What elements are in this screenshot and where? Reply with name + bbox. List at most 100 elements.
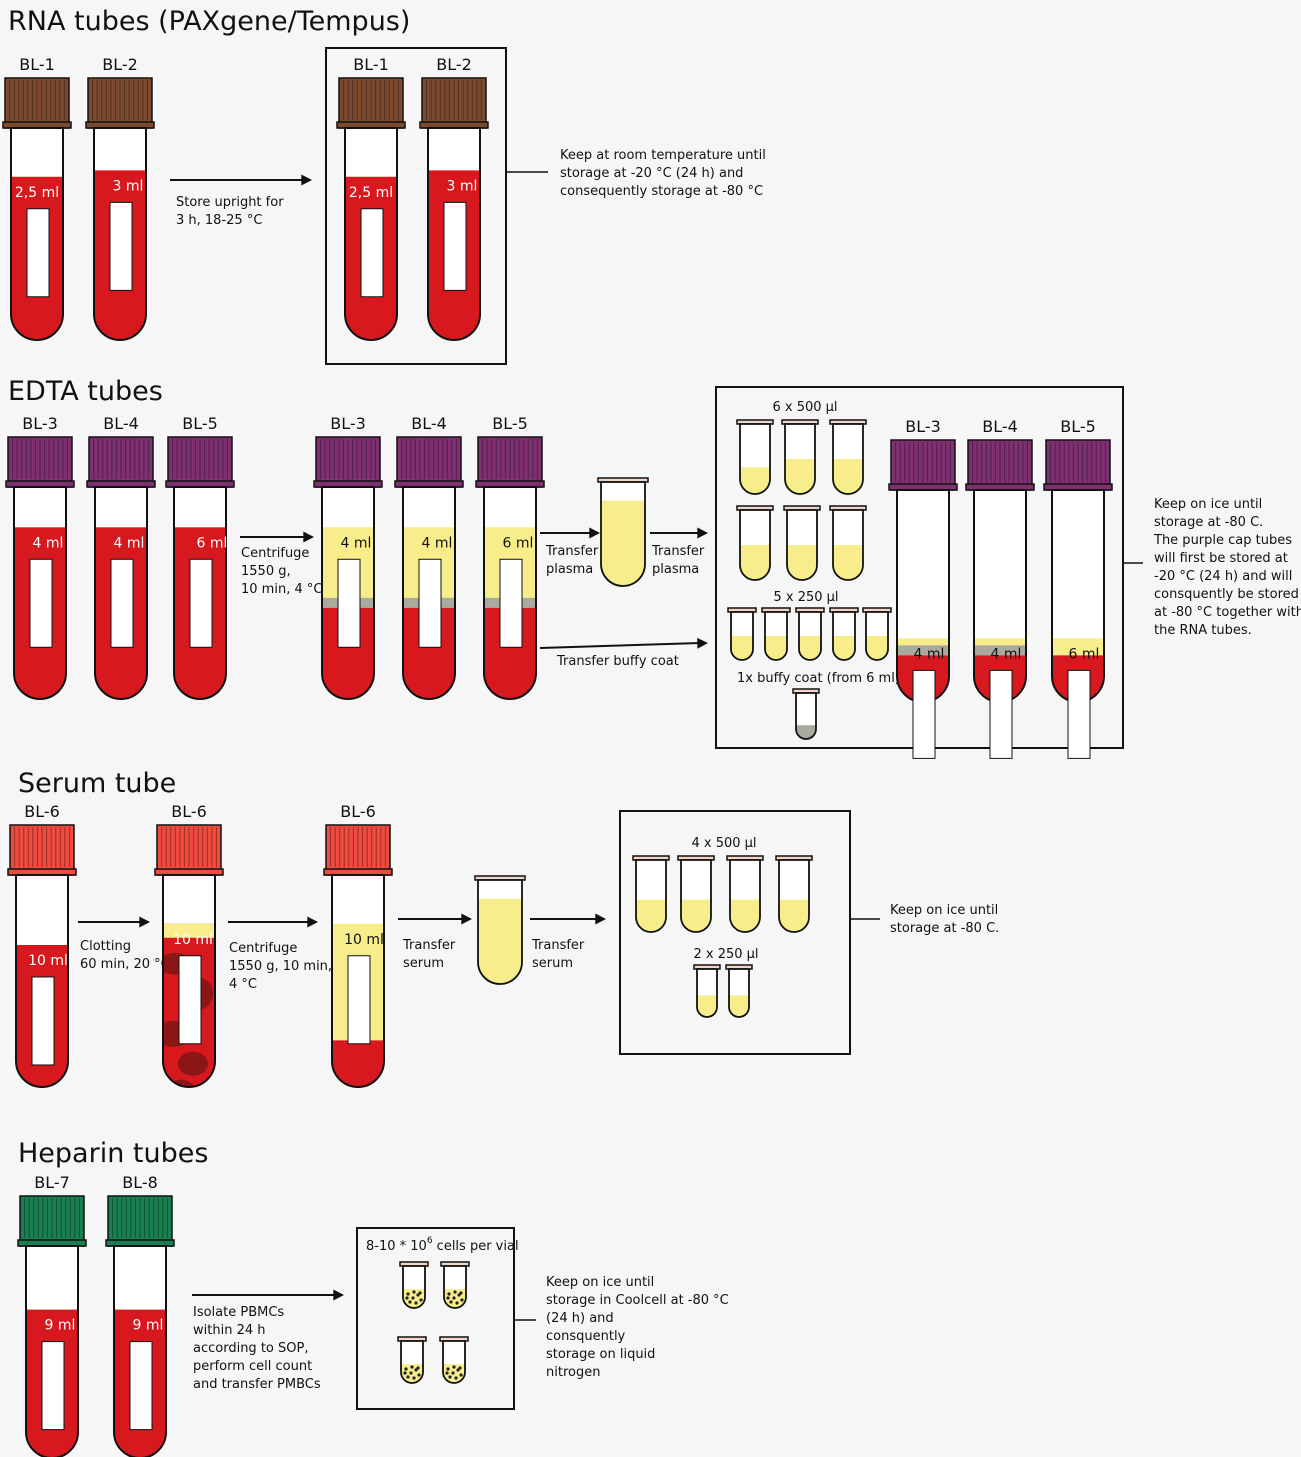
tube-cap	[88, 436, 154, 488]
note-transfer-serum-1: serum	[403, 956, 444, 971]
cell-dot	[459, 1373, 463, 1377]
tube-outline	[427, 127, 481, 341]
blood-tube: BL-34 ml	[313, 414, 383, 700]
arrow-head	[333, 1289, 344, 1301]
cell-dot	[445, 1371, 449, 1375]
tube-sticker	[178, 955, 202, 1045]
note-serum-storage: storage at -80 C.	[890, 921, 999, 936]
tube-cap	[421, 77, 487, 129]
tube-label: BL-4	[982, 417, 1018, 436]
aliquot-outline	[798, 611, 822, 661]
tube-volume: 4 ml	[341, 535, 372, 551]
blood-tube: BL-23 ml	[419, 55, 489, 341]
aliquot-outline	[778, 859, 810, 933]
aliquot-fill	[730, 899, 760, 932]
cell-dot	[409, 1371, 413, 1375]
tube-outline	[331, 874, 385, 1088]
note-edta-storage: at -80 °C together with	[1154, 605, 1301, 620]
aliquot-fill	[779, 899, 809, 932]
cell-dot	[417, 1373, 421, 1377]
note-clotting: Clotting	[80, 939, 131, 954]
serum-aliquot-250ul	[725, 964, 753, 1018]
cell-dot	[453, 1290, 457, 1294]
aliquot-outline	[400, 1340, 424, 1384]
tube-outline	[483, 486, 537, 700]
cell-dot	[416, 1366, 420, 1370]
note-serum-storage: Keep on ice until	[890, 903, 998, 918]
tube-label: BL-3	[905, 417, 941, 436]
note-store-upright: 3 h, 18-25 °C	[176, 213, 262, 228]
box-serum-aliquots	[619, 810, 851, 1055]
tube-label: BL-1	[353, 55, 389, 74]
cell-dot	[419, 1298, 423, 1302]
tube-outline	[162, 874, 216, 1088]
aliquot-outline	[730, 611, 754, 661]
aliquot-fill	[681, 899, 711, 932]
aliquot-250ul	[761, 607, 791, 661]
aliquot-outline	[764, 611, 788, 661]
aliquot-outline	[402, 1265, 426, 1309]
cell-dot	[414, 1301, 418, 1305]
aliquot-outline	[739, 423, 771, 495]
tube-outline	[10, 127, 64, 341]
note-edta-storage: storage at -80 C.	[1154, 515, 1263, 530]
plasma-collection-tube	[597, 477, 649, 587]
note-edta-storage: the RNA tubes.	[1154, 623, 1252, 638]
tube-cap	[167, 436, 233, 488]
note-serum-centrifuge: 4 °C	[229, 977, 257, 992]
serum-aliquot-500ul	[677, 855, 715, 933]
cells-label-tail: cells per vial	[433, 1239, 519, 1254]
tube-sticker	[418, 558, 442, 648]
arrow-isolate-pbmc	[192, 1289, 344, 1301]
aliquot-outline	[832, 509, 864, 581]
cell-dot	[418, 1291, 422, 1295]
note-isolate-pbmc: within 24 h	[193, 1323, 265, 1338]
tube-sticker	[360, 208, 384, 298]
buffy-coat-tube	[792, 688, 820, 740]
label-2x250: 2 x 250 µl	[693, 947, 758, 962]
tube-volume: 2,5 ml	[15, 185, 59, 201]
aliquot-fill	[740, 467, 770, 494]
tube-label: BL-2	[436, 55, 472, 74]
serum-aliquot-250ul	[693, 964, 721, 1018]
aliquot-250ul	[829, 607, 859, 661]
aliquot-fill	[731, 636, 753, 660]
arrow-transfer-buffy	[539, 637, 708, 649]
aliquot-outline	[680, 859, 712, 933]
serum-layer	[163, 923, 215, 938]
cell-dot	[412, 1376, 416, 1380]
blood-tube: BL-56 ml	[475, 414, 545, 700]
tube-volume: 4 ml	[33, 535, 64, 551]
buffy-layer	[974, 645, 1026, 656]
aliquot-outline	[786, 509, 818, 581]
aliquot-500ul	[736, 505, 774, 581]
cell-vial	[439, 1336, 469, 1384]
plasma-layer	[1052, 638, 1104, 656]
note-edta-centrifuge: Centrifuge	[241, 546, 309, 561]
cells-label-base: 8-10 * 10	[366, 1239, 427, 1254]
cell-dot	[412, 1290, 416, 1294]
tube-label: BL-6	[171, 802, 207, 821]
tube-outline	[173, 486, 227, 700]
blood-tube: BL-610 ml	[154, 802, 224, 1088]
arrow-shaft	[539, 642, 701, 649]
tube-sticker	[989, 669, 1013, 759]
arrow-transfer-plasma-1	[540, 527, 600, 539]
aliquot-fill	[833, 545, 863, 580]
tube-cap	[4, 77, 70, 129]
note-transfer-plasma-2: Transfer	[651, 544, 705, 559]
aliquot-outline	[729, 859, 761, 933]
tube-volume: 2,5 ml	[349, 185, 393, 201]
cell-vial	[397, 1336, 427, 1384]
arrow-transfer-plasma-2	[650, 527, 708, 539]
tube-volume: 4 ml	[114, 535, 145, 551]
label-cells-per-vial: 8-10 * 106 cells per vial	[366, 1236, 519, 1254]
tube-cap	[325, 824, 391, 876]
clot-blob	[165, 1079, 197, 1087]
aliquot-outline	[865, 611, 889, 661]
tube-label: BL-2	[102, 55, 138, 74]
blood-layer	[332, 1040, 384, 1087]
section-title-heparin: Heparin tubes	[18, 1138, 208, 1169]
arrow-clotting	[78, 916, 150, 928]
